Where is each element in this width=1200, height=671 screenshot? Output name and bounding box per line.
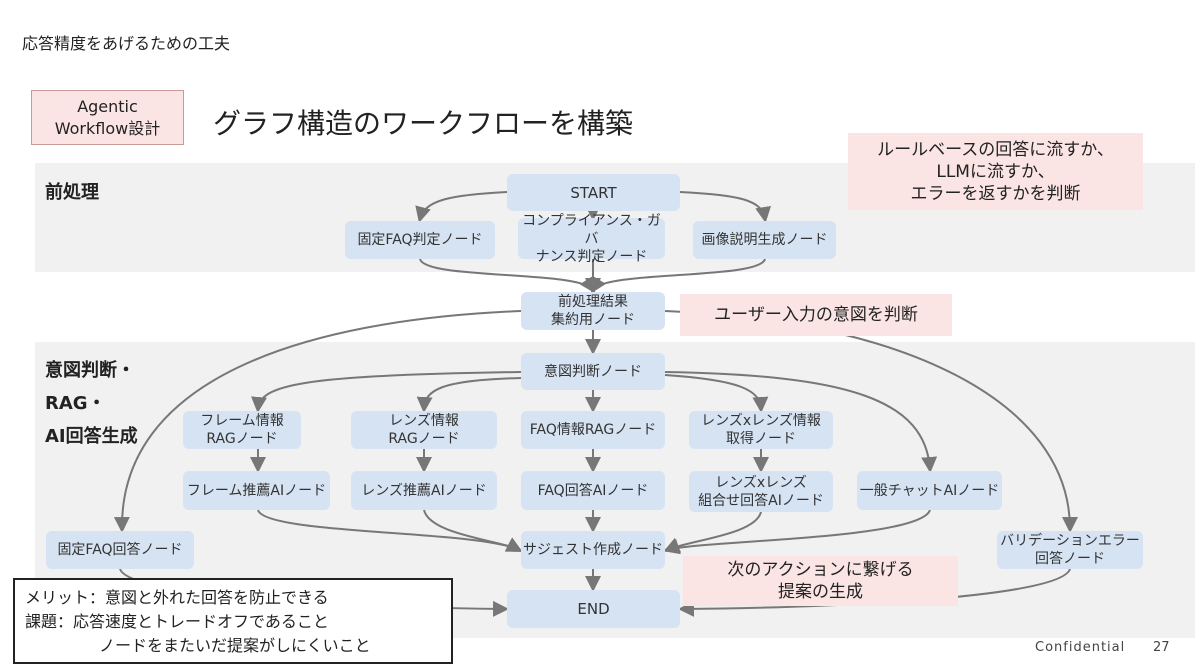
arrow: [679, 191, 772, 223]
faq-fixed-node: 固定FAQ回答ノード: [46, 531, 194, 569]
lens-rag-node: レンズ情報 RAGノード: [351, 411, 497, 449]
start-node: START: [507, 174, 680, 211]
callout-next: 次のアクションに繋げる 提案の生成: [683, 556, 958, 606]
compliance-node: コンプライアンス・ガバ ナンス判定ノード: [518, 213, 665, 265]
faq-judge-node: 固定FAQ判定ノード: [345, 221, 495, 259]
section-rag: RAG・: [45, 393, 106, 414]
heading: グラフ構造のワークフローを構築: [213, 107, 634, 140]
frame-rag-node: フレーム情報 RAGノード: [183, 411, 301, 449]
arrow: [415, 191, 508, 223]
arrow: [590, 258, 766, 294]
page-number: 27: [1153, 640, 1170, 655]
section-preprocess: 前処理: [45, 182, 99, 203]
image-node: 画像説明生成ノード: [693, 221, 836, 259]
suggest-node: サジェスト作成ノード: [521, 531, 665, 569]
arrow: [664, 374, 769, 413]
frame-ai-node: フレーム推薦AIノード: [183, 471, 330, 510]
intent-node: 意図判断ノード: [521, 353, 665, 390]
agentic-tag: Agentic Workflow設計: [31, 90, 184, 145]
footer-confidential: Confidential: [1035, 640, 1126, 655]
validation-node: バリデーションエラー 回答ノード: [997, 531, 1143, 569]
arrow: [257, 509, 523, 552]
arrow: [419, 258, 596, 294]
callout-intent: ユーザー入力の意図を判断: [680, 294, 952, 336]
faq-ai-node: FAQ回答AIノード: [521, 471, 665, 510]
arrow: [113, 310, 522, 533]
arrow: [423, 509, 523, 552]
issue-text-1: 課題：応答速度とトレードオフであること: [25, 612, 329, 631]
arrow: [664, 371, 938, 473]
lxl-ai-node: レンズxレンズ 組合せ回答AIノード: [689, 471, 833, 512]
lens-ai-node: レンズ推薦AIノード: [351, 471, 497, 510]
faq-rag-node: FAQ情報RAGノード: [521, 411, 665, 449]
end-node: END: [507, 590, 680, 628]
aggregate-node: 前処理結果 集約用ノード: [521, 292, 665, 330]
arrow: [251, 371, 522, 413]
chat-ai-node: 一般チャットAIノード: [857, 471, 1002, 510]
summary-box: メリット：意図と外れた回答を防止できる 課題：応答速度とトレードオフであること …: [13, 578, 453, 664]
arrow: [663, 509, 931, 555]
section-ai: AI回答生成: [45, 426, 138, 447]
issue-text-2: ノードをまたいだ提案がしにくいこと: [99, 636, 371, 655]
arrow: [416, 377, 522, 413]
merit-text: メリット：意図と外れた回答を防止できる: [25, 588, 329, 607]
lxl-info-node: レンズxレンズ情報 取得ノード: [689, 411, 833, 449]
slide-title: 応答精度をあげるための工夫: [22, 34, 231, 53]
section-intent: 意図判断・: [45, 360, 135, 381]
callout-rule: ルールベースの回答に流すか、 LLMに流すか、 エラーを返すかを判断: [848, 133, 1143, 210]
